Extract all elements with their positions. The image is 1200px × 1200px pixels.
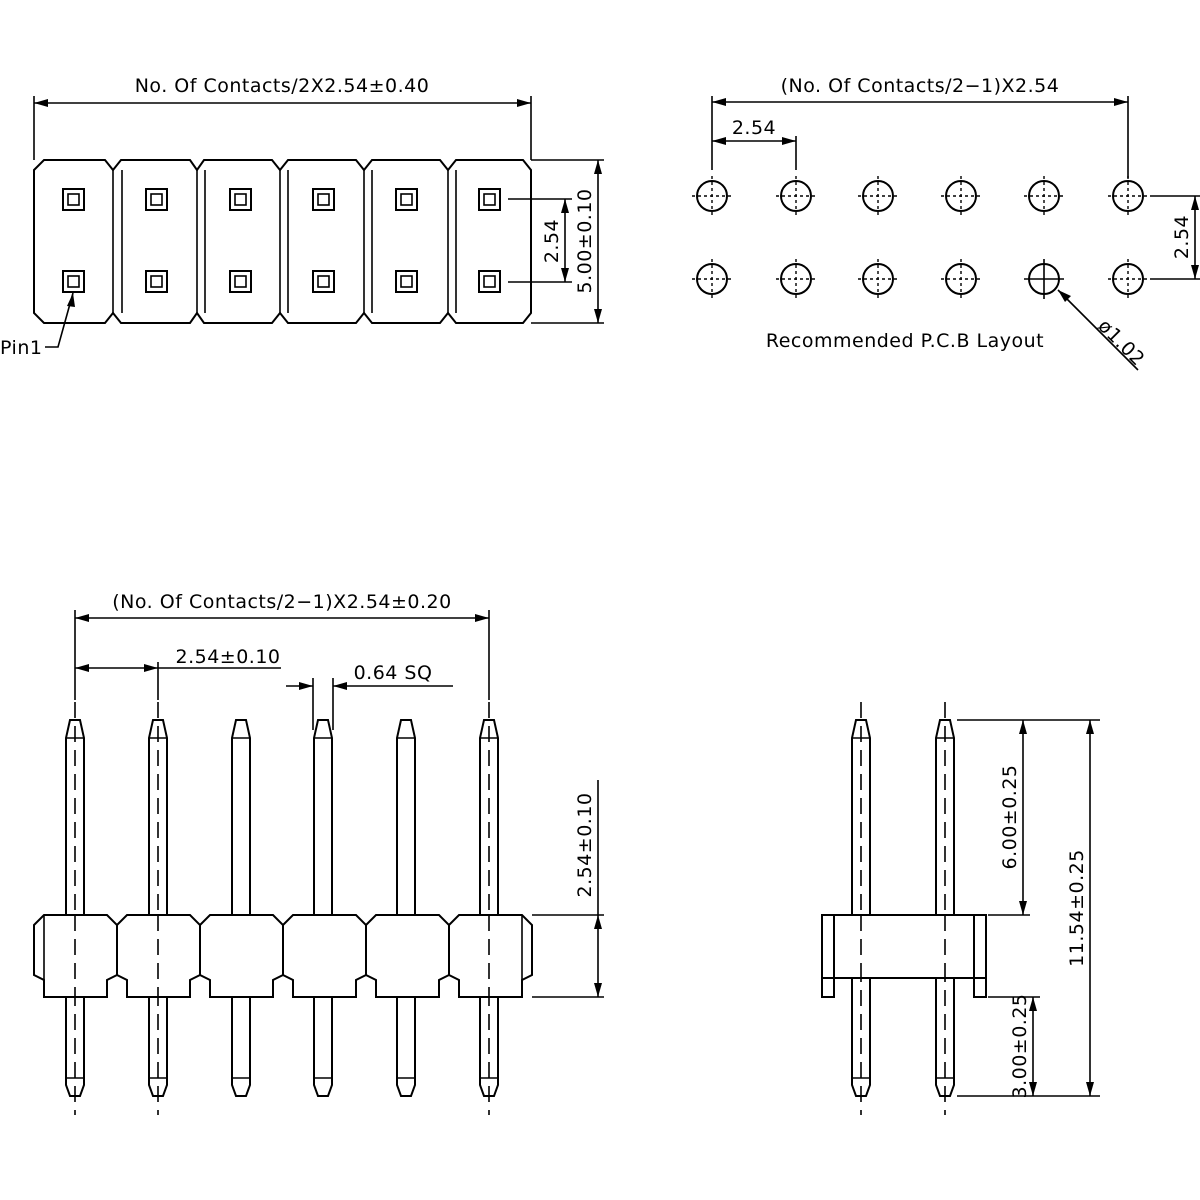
pcb-caption: Recommended P.C.B Layout [766,330,1044,352]
pcb-holes-row1 [692,176,1148,216]
upper-pin-label: 6.00±0.25 [999,764,1021,869]
total-length-label: 11.54±0.25 [1066,849,1088,967]
pcb-pitch-label: 2.54 [732,117,776,139]
pcb-row-pitch-label: 2.54 [1171,215,1193,259]
top-height-label: 5.00±0.10 [574,188,596,293]
pin-size-label: 0.64 SQ [354,662,433,684]
top-body [33,159,532,324]
front-span-label: (No. Of Contacts/2−1)X2.54±0.20 [112,591,451,613]
lower-pin-label: 3.00±0.25 [1009,993,1031,1098]
top-view: No. Of Contacts/2X2.54±0.40 [0,75,604,359]
front-housing [33,914,533,998]
side-view: 6.00±0.25 3.00±0.25 11.54±0.25 [821,702,1100,1115]
pcb-layout: (No. Of Contacts/2−1)X2.54 2.54 [692,75,1200,371]
top-width-label: No. Of Contacts/2X2.54±0.40 [135,75,430,97]
top-pin-squares [62,188,501,293]
pcb-holes-row2 [692,259,1148,299]
pin1-label: Pin1 [0,337,42,359]
front-pins [65,702,499,1115]
pcb-hole-label: ø1.02 [1093,315,1148,370]
pcb-span-label: (No. Of Contacts/2−1)X2.54 [781,75,1060,97]
front-view: (No. Of Contacts/2−1)X2.54±0.20 2.54±0.1… [33,591,604,1115]
top-row-pitch-label: 2.54 [541,219,563,263]
body-thickness-label: 2.54±0.10 [574,792,596,897]
front-pitch-label: 2.54±0.10 [175,646,280,668]
